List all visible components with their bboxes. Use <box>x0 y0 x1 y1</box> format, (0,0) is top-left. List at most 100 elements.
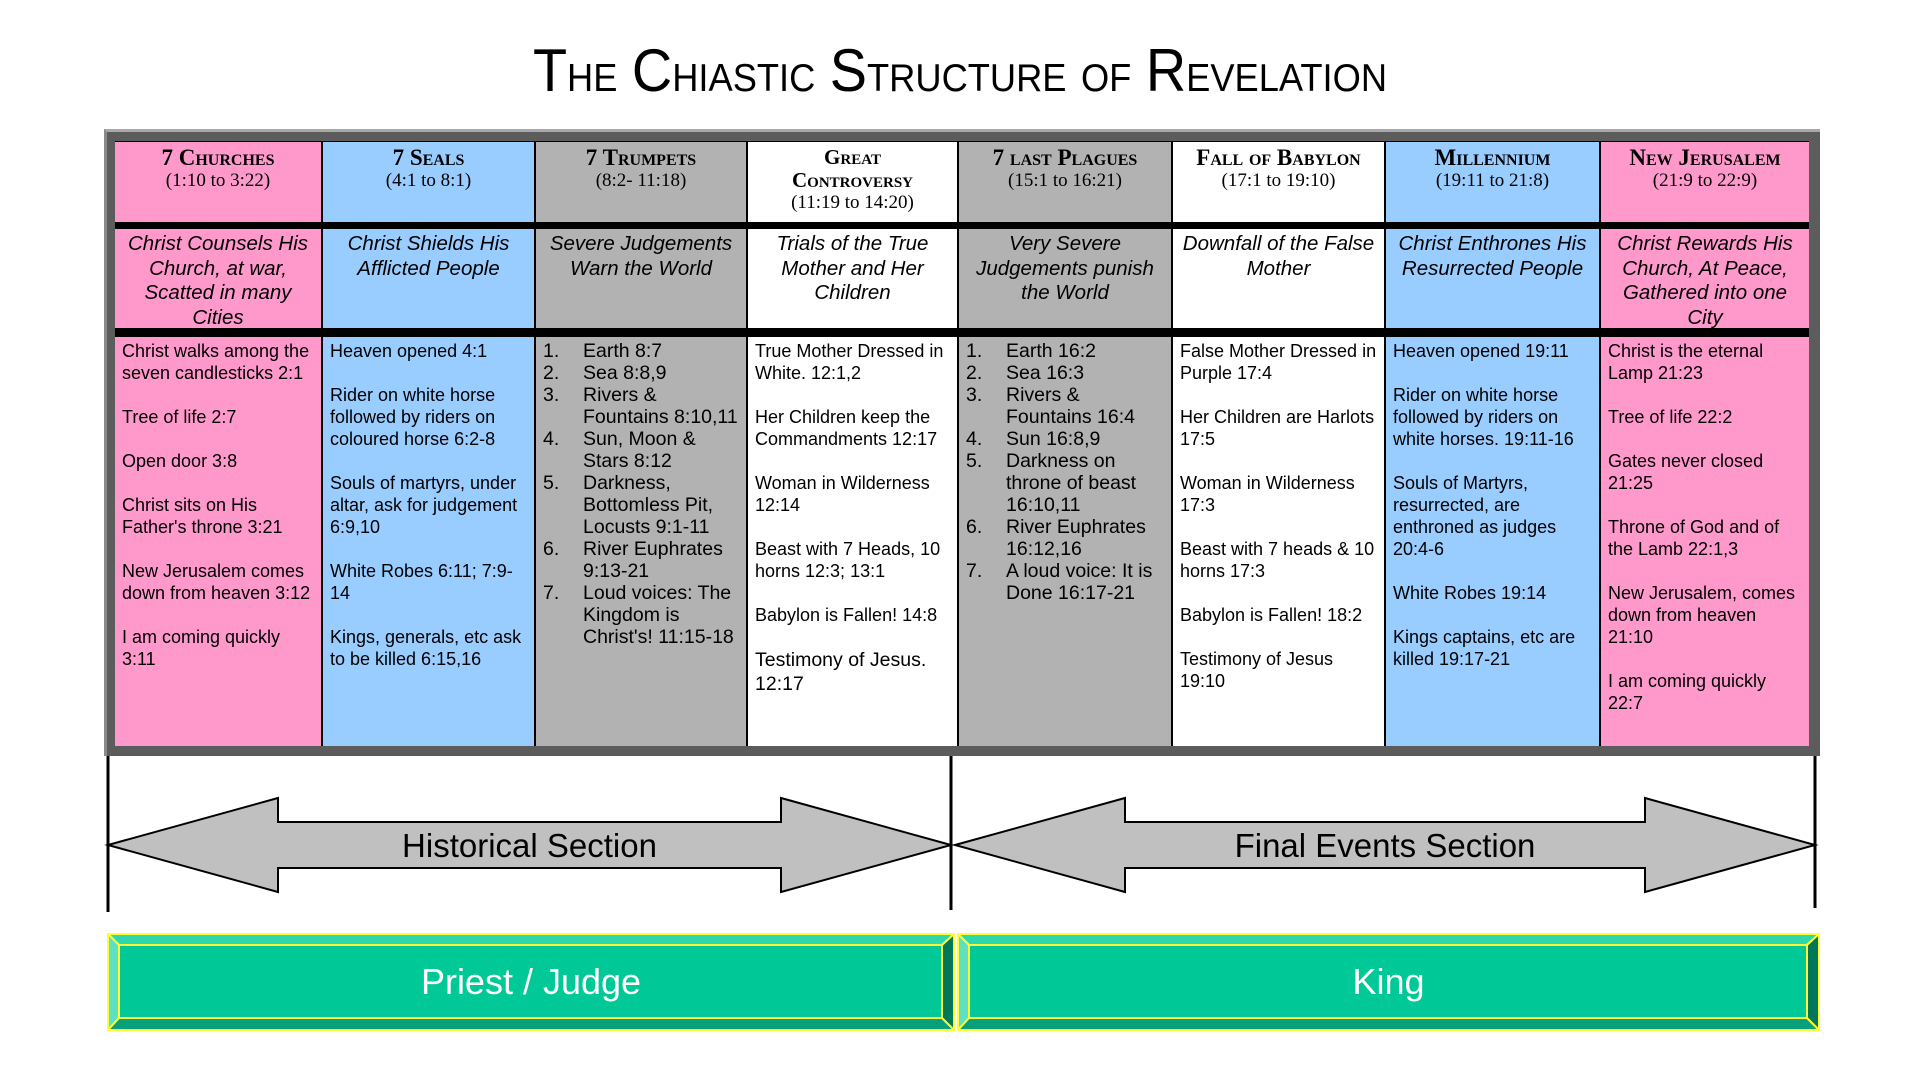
list-item: Souls of Martyrs, resurrected, are enthr… <box>1393 473 1557 559</box>
list-item: Her Children keep the Commandments 12:17 <box>755 407 938 449</box>
list-text: Darkness, Bottomless Pit, Locusts 9:1-11 <box>583 472 714 538</box>
double-arrow-icon <box>104 796 955 894</box>
list-item: Christ sits on His Father's throne 3:21 <box>122 495 283 537</box>
list-item: 2. Sea 16:3 <box>966 362 1165 384</box>
column-theme: Very Severe Judgements punish the World <box>959 229 1171 328</box>
column-theme: Christ Shields His Afflicted People <box>323 229 534 328</box>
list-number: 5. <box>966 450 983 472</box>
list-item: Rider on white horse followed by riders … <box>1393 385 1574 449</box>
list-item: True Mother Dressed in White. 12:1,2 <box>755 341 944 383</box>
double-arrow-icon <box>951 796 1819 894</box>
list-item: 7. A loud voice: It is Done 16:17-21 <box>966 560 1165 604</box>
list-item: White Robes 19:14 <box>1393 583 1547 603</box>
list-item: Souls of martyrs, under altar, ask for j… <box>330 473 518 537</box>
column-body: 1. Earth 8:7 2. Sea 8:8,9 3. Rivers & Fountai… <box>536 337 746 746</box>
role-label: King <box>1352 961 1425 1002</box>
column-title: Great Controversy <box>791 145 913 192</box>
list-number: 6. <box>966 516 983 538</box>
column-theme: Severe Judgements Warn the World <box>536 229 746 328</box>
list-text: Sea 16:3 <box>1006 362 1085 384</box>
list-number: 6. <box>543 538 560 560</box>
list-text: Sun, Moon & Stars 8:12 <box>583 428 696 472</box>
list-text: Darkness on throne of beast 16:10,11 <box>1006 450 1137 516</box>
column-header: Great Controversy(11:19 to 14:20) <box>748 142 957 222</box>
list-item: 6. River Euphrates 9:13-21 <box>543 538 740 582</box>
column-new-jerusalem: New Jerusalem(21:9 to 22:9)Christ Reward… <box>1601 141 1809 746</box>
column-title: Millennium <box>1434 145 1551 170</box>
column-reference: (19:11 to 21:8) <box>1435 170 1550 191</box>
list-item: 4.Sun, Moon & Stars 8:12 <box>543 428 740 472</box>
column-header: New Jerusalem(21:9 to 22:9) <box>1601 142 1809 222</box>
list-number: 1. <box>543 340 560 362</box>
list-item: New Jerusalem, comes down from heaven 21… <box>1608 583 1796 647</box>
list-item: Testimony of Jesus 19:10 <box>1180 649 1334 691</box>
list-item: Heaven opened 4:1 <box>330 341 488 361</box>
column-title: Fall of Babylon <box>1196 145 1361 170</box>
list-number: 2. <box>543 362 560 384</box>
column-header: 7 Seals(4:1 to 8:1) <box>323 142 534 222</box>
list-item: 1.Earth 16:2 <box>966 340 1165 362</box>
list-number: 2. <box>966 362 983 384</box>
column-header: 7 last Plagues(15:1 to 16:21) <box>959 142 1171 222</box>
column-title: 7 Seals <box>392 145 465 170</box>
role-band: King <box>957 933 1820 1031</box>
role-band: Priest / Judge <box>107 933 955 1031</box>
column-reference: (21:9 to 22:9) <box>1652 170 1758 191</box>
column-theme: Downfall of the False Mother <box>1173 229 1384 328</box>
column-reference: (8:2- 11:18) <box>595 170 687 191</box>
column-great-controversy: Great Controversy(11:19 to 14:20)Trials … <box>748 141 957 746</box>
list-item: 5.Darkness, Bottomless Pit, Locusts 9:1-… <box>543 472 740 538</box>
list-text: Sun 16:8,9 <box>1006 428 1101 450</box>
column-reference: (4:1 to 8:1) <box>385 170 472 191</box>
list-number: 7. <box>543 582 560 604</box>
column-7-last-plagues: 7 last Plagues(15:1 to 16:21)Very Severe… <box>959 141 1171 746</box>
list-number: 7. <box>966 560 983 582</box>
numbered-list: 1. Earth 8:7 2. Sea 8:8,9 3. Rivers & Fountai… <box>543 340 740 648</box>
list-text: A loud voice: It is Done 16:17-21 <box>1006 560 1153 604</box>
list-text: Rivers & Fountains 8:10,11 <box>583 384 738 428</box>
title-text: The Chiastic Structure of Revelation <box>532 37 1388 104</box>
list-number: 3. <box>543 384 560 406</box>
list-number: 4. <box>966 428 983 450</box>
list-item: Christ is the eternal Lamp 21:23 <box>1608 341 1764 383</box>
list-item: Throne of God and of the Lamb 22:1,3 <box>1608 517 1780 559</box>
list-item: Gates never closed 21:25 <box>1608 451 1764 493</box>
list-text: Earth 8:7 <box>583 340 663 362</box>
column-theme: Christ Counsels His Church, at war, Scat… <box>115 229 321 328</box>
list-item: 1. Earth 8:7 <box>543 340 740 362</box>
list-item: Her Children are Harlots 17:5 <box>1180 407 1375 449</box>
list-item: 5. Darkness on throne of beast 16:10,11 <box>966 450 1165 516</box>
role-label: Priest / Judge <box>420 961 642 1002</box>
column-header: 7 Trumpets(8:2- 11:18) <box>536 142 746 222</box>
list-item: I am coming quickly 3:11 <box>122 627 281 669</box>
chiasm-table: 7 Churches(1:10 to 3:22)Christ Counsels … <box>115 141 1809 746</box>
column-header: Fall of Babylon(17:1 to 19:10) <box>1173 142 1384 222</box>
list-item: 7. Loud voices: The Kingdom is Christ's! … <box>543 582 740 648</box>
column-7-trumpets: 7 Trumpets(8:2- 11:18)Severe Judgements … <box>536 141 746 746</box>
list-item: 6.River Euphrates 16:12,16 <box>966 516 1165 560</box>
column-reference: (15:1 to 16:21) <box>1008 170 1122 191</box>
list-item: Woman in Wilderness 17:3 <box>1180 473 1355 515</box>
list-item: Beast with 7 heads & 10 horns 17:3 <box>1180 539 1375 581</box>
column-theme: Christ Rewards His Church, At Peace, Gat… <box>1601 229 1809 328</box>
column-fall-of-babylon: Fall of Babylon(17:1 to 19:10)Downfall o… <box>1173 141 1384 746</box>
column-theme: Christ Enthrones His Resurrected People <box>1386 229 1599 328</box>
column-header: Millennium(19:11 to 21:8) <box>1386 142 1599 222</box>
list-text: Earth 16:2 <box>1006 340 1096 362</box>
list-text: River Euphrates 9:13-21 <box>583 538 723 582</box>
column-reference: (11:19 to 14:20) <box>791 192 914 213</box>
list-text: Sea 8:8,9 <box>583 362 667 384</box>
list-item: Babylon is Fallen! 18:2 <box>1180 605 1363 625</box>
column-title: 7 Churches <box>161 145 275 170</box>
list-item: 3.Rivers & Fountains 16:4 <box>966 384 1165 428</box>
list-item: New Jerusalem comes down from heaven 3:1… <box>122 561 311 603</box>
list-text: Loud voices: The Kingdom is Christ's! 11… <box>583 582 734 648</box>
column-7-churches: 7 Churches(1:10 to 3:22)Christ Counsels … <box>115 141 321 746</box>
